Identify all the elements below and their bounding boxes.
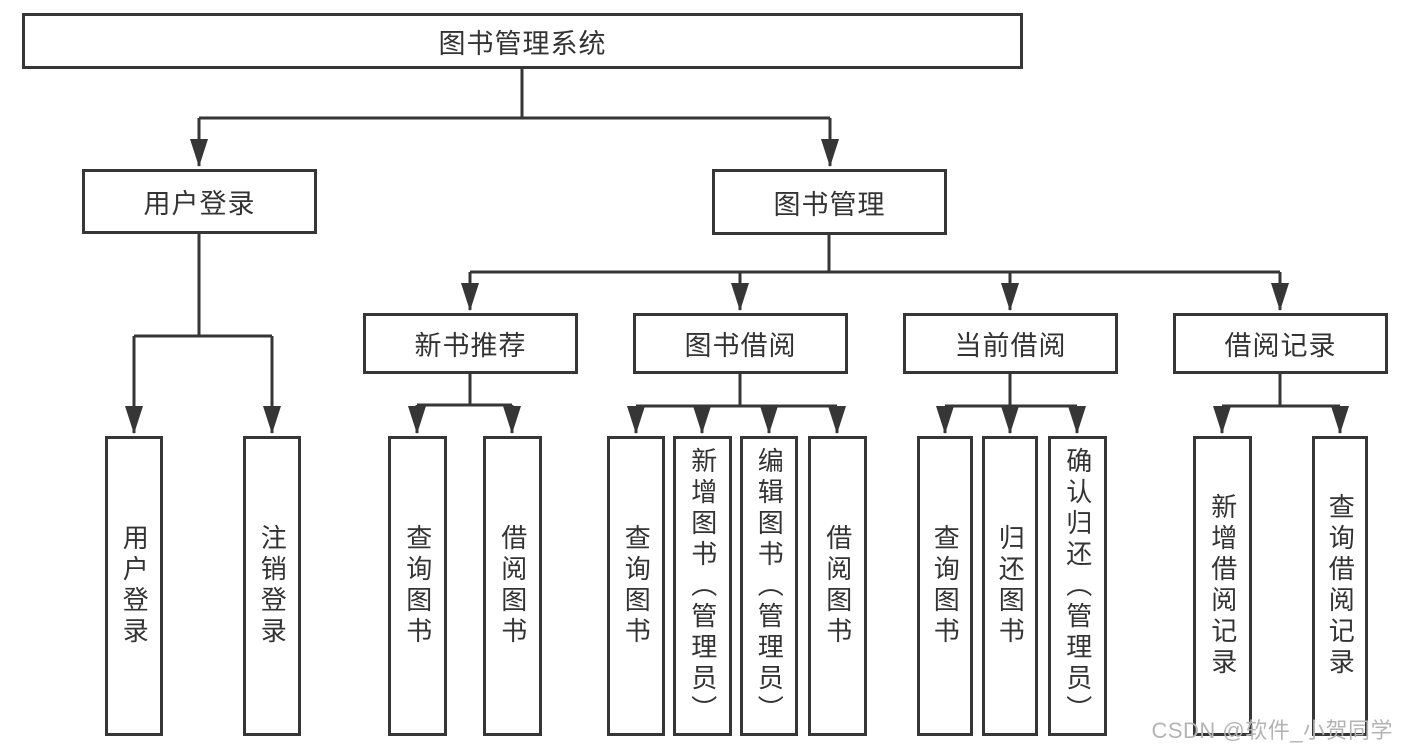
node-label: 归还图书 <box>995 524 1026 648</box>
node-leaf-logout: 注销登录 <box>243 436 301 736</box>
node-leaf-confirm-return-admin: 确认归还（管理员） <box>1048 436 1107 736</box>
node-label: 用户登录 <box>119 524 150 648</box>
node-label: 新增借阅记录 <box>1207 493 1238 679</box>
node-leaf-user-login: 用户登录 <box>105 436 163 736</box>
node-label: 注销登录 <box>257 524 288 648</box>
node-label: 图书管理 <box>773 189 886 220</box>
node-leaf-query-books-recommend: 查询图书 <box>388 436 447 736</box>
node-label: 确认归还（管理员） <box>1062 446 1093 726</box>
node-label: 图书管理系统 <box>438 28 607 59</box>
node-label: 图书借阅 <box>684 331 797 361</box>
node-leaf-edit-books-admin: 编辑图书（管理员） <box>740 436 798 736</box>
node-user-login: 用户登录 <box>82 169 317 234</box>
node-label: 借阅记录 <box>1224 331 1337 361</box>
connector-book-borrowing-children <box>627 374 846 434</box>
node-label: 新书推荐 <box>414 331 527 361</box>
connector-current-borrowing-children <box>936 374 1086 434</box>
node-book-management-system: 图书管理系统 <box>22 13 1023 69</box>
csdn-watermark: CSDN @软件_小贺同学 <box>1151 718 1393 743</box>
connector-new-book-recommend-children <box>408 374 521 434</box>
node-label: 查询借阅记录 <box>1325 493 1356 679</box>
node-leaf-query-borrow-record: 查询借阅记录 <box>1312 436 1368 736</box>
node-label: 借阅图书 <box>497 524 528 648</box>
node-label: 当前借阅 <box>954 331 1067 361</box>
node-book-borrowing: 图书借阅 <box>633 313 848 374</box>
node-leaf-add-borrow-record: 新增借阅记录 <box>1193 436 1252 736</box>
node-leaf-return-books: 归还图书 <box>982 436 1038 736</box>
node-leaf-borrow-books: 借阅图书 <box>808 436 867 736</box>
node-new-book-recommend: 新书推荐 <box>363 313 578 374</box>
node-label: 用户登录 <box>143 189 256 219</box>
node-label: 编辑图书（管理员） <box>754 446 785 726</box>
node-label: 查询图书 <box>930 524 961 648</box>
node-current-borrowing: 当前借阅 <box>903 313 1118 374</box>
connector-user-login-children <box>125 234 281 434</box>
connector-book-management-children <box>461 235 1289 311</box>
node-book-management: 图书管理 <box>712 169 947 235</box>
node-label: 查询图书 <box>621 524 652 648</box>
connector-borrowing-records-children <box>1213 374 1349 434</box>
node-borrowing-records: 借阅记录 <box>1173 313 1388 374</box>
node-label: 新增图书（管理员） <box>687 446 718 726</box>
node-leaf-query-books-current: 查询图书 <box>917 436 973 736</box>
node-leaf-borrow-books-recommend: 借阅图书 <box>483 436 542 736</box>
connector-root-to-level1 <box>190 68 839 167</box>
node-label: 借阅图书 <box>822 524 853 648</box>
node-leaf-add-books-admin: 新增图书（管理员） <box>673 436 732 736</box>
node-label: 查询图书 <box>402 524 433 648</box>
node-leaf-query-books-borrowing: 查询图书 <box>607 436 665 736</box>
